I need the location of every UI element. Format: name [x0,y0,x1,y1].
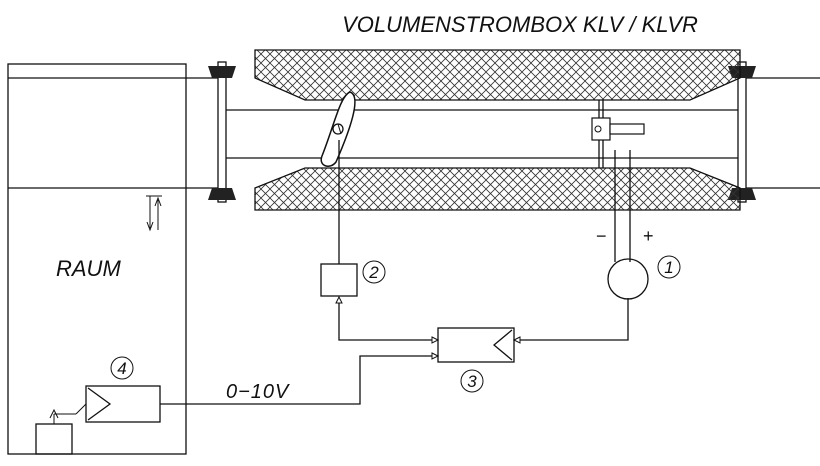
minus-label: − [596,226,607,246]
plus-label: + [643,226,654,246]
label-3: 3 [460,369,484,393]
wiring [160,140,631,405]
flow-sensor [591,100,645,168]
setpoint-module [35,385,161,455]
label-4: 4 [110,356,134,380]
diagram-title: VOLUMENSTROMBOX KLV / KLVR [342,12,698,37]
airflow-arrows-icon [146,195,162,232]
signal-label: 0−10V [226,381,290,403]
svg-text:1: 1 [664,258,673,277]
insulation-top [254,49,741,101]
svg-text:4: 4 [117,359,126,378]
damper-blade [320,91,356,167]
room-label: RAUM [56,256,121,281]
insulation-bottom [254,167,741,211]
right-flange [728,61,756,203]
duct [8,77,820,189]
svg-text:2: 2 [368,263,379,282]
label-2: 2 [362,260,386,284]
left-flange [208,61,236,203]
label-1: 1 [657,255,681,279]
pressure-transducer [607,258,649,300]
controller-box [431,327,521,363]
actuator-box [320,263,358,297]
room-box [7,63,187,455]
svg-text:3: 3 [467,372,477,391]
